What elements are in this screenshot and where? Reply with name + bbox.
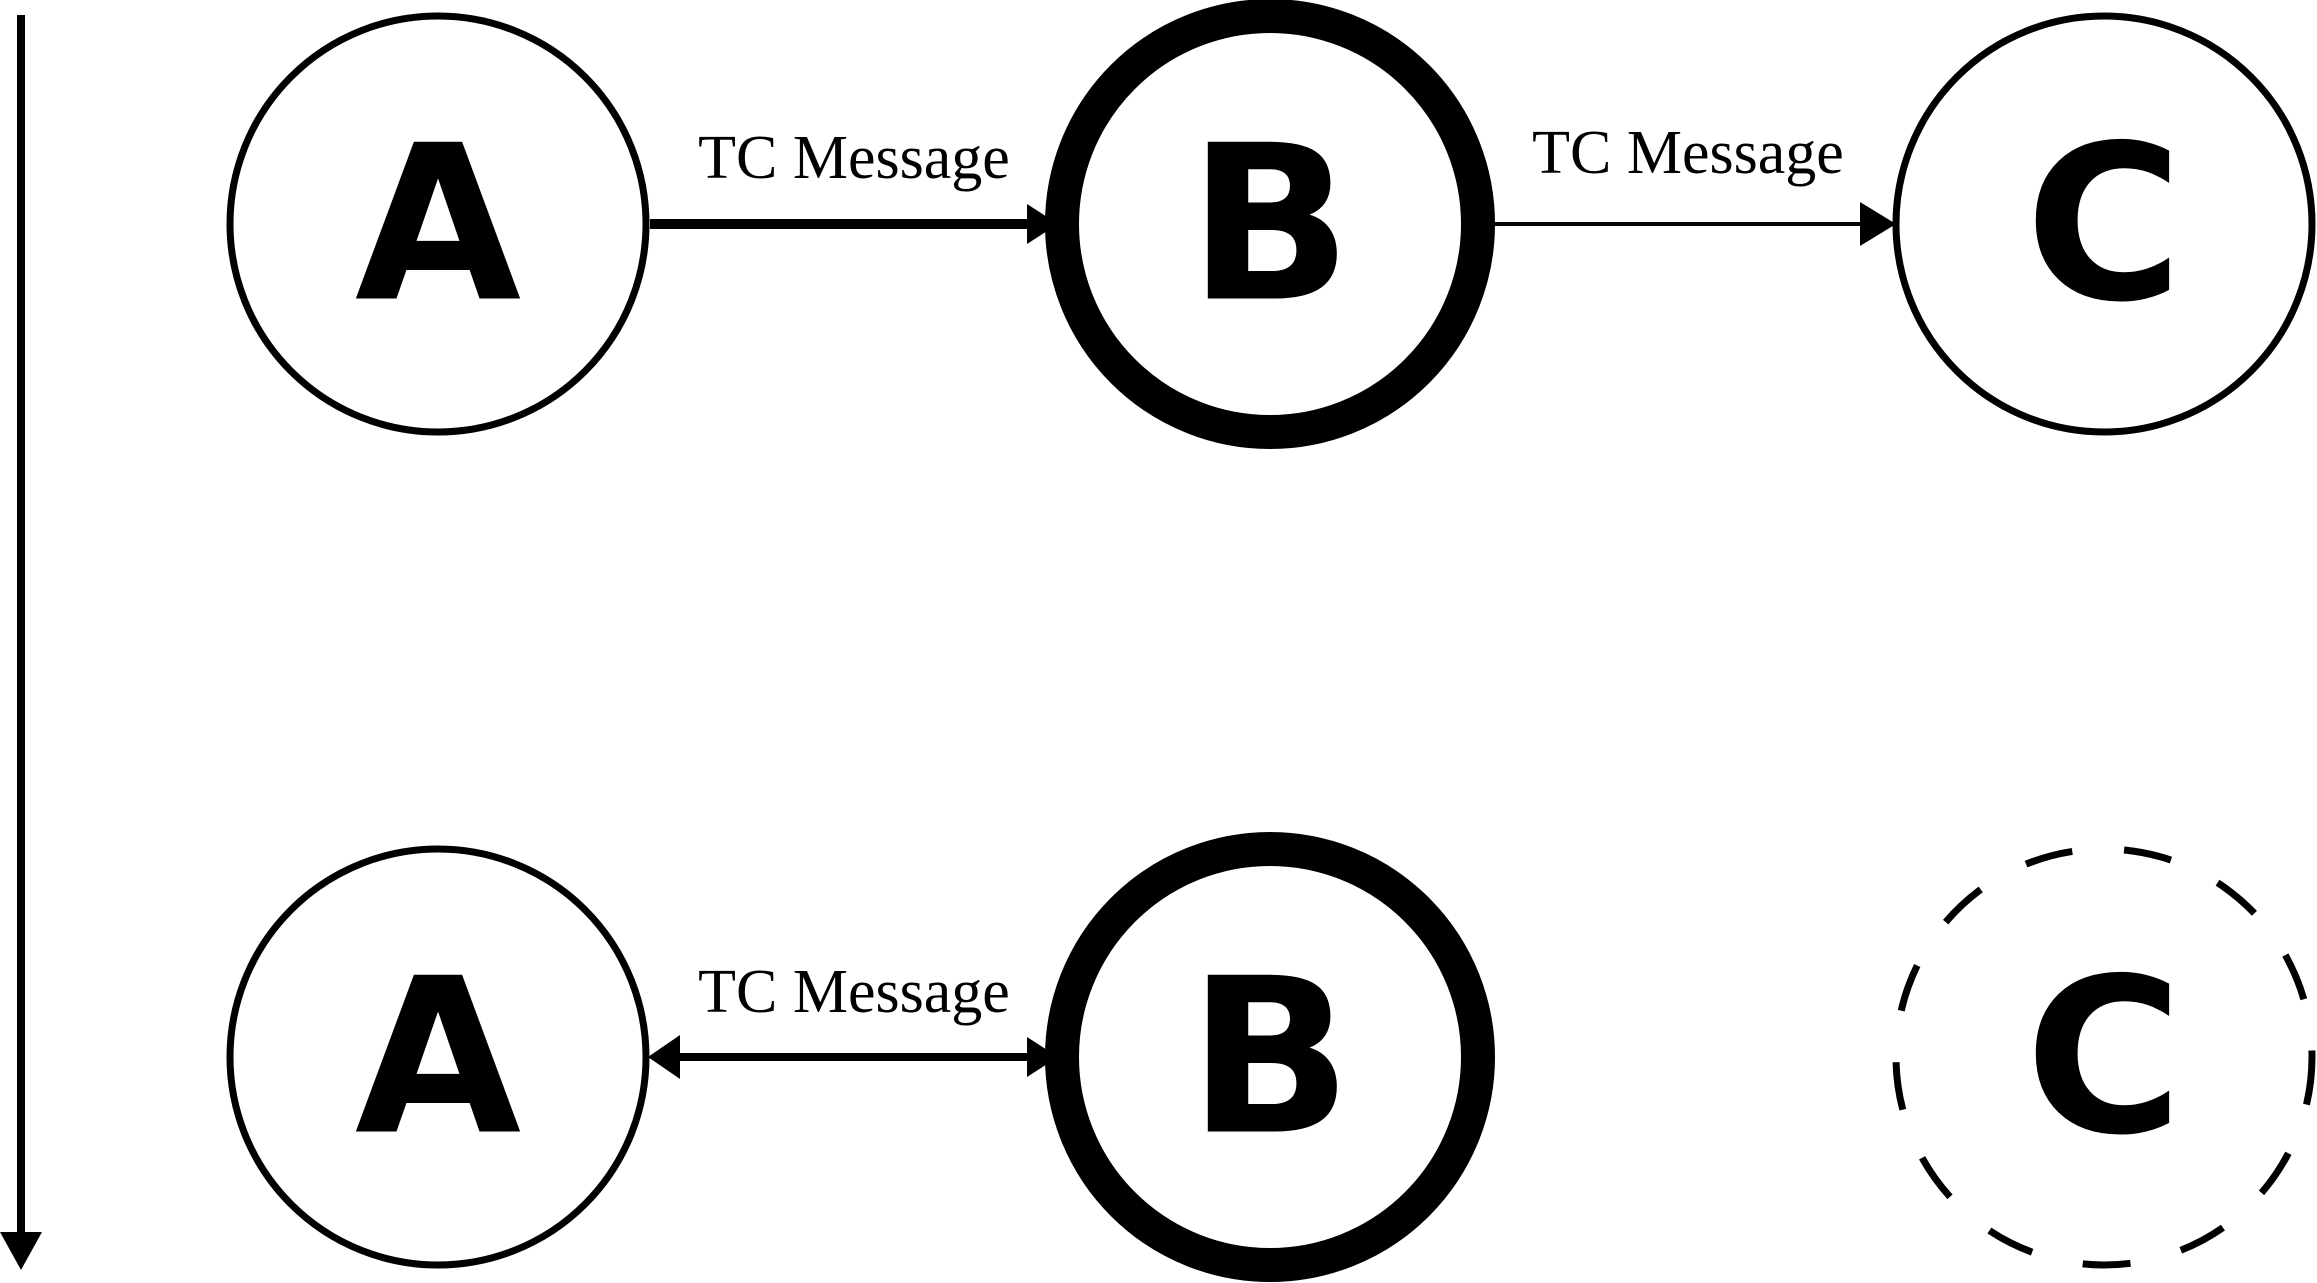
top-edge-b-c: TC Message — [1495, 119, 1896, 246]
bottom-node-a[interactable]: A — [226, 845, 650, 1269]
node-circle — [1045, 832, 1495, 1282]
time-axis — [0, 15, 42, 1270]
node-circle — [226, 845, 650, 1269]
top-edge-a-b: TC Message — [650, 124, 1058, 244]
bottom-node-b[interactable]: B — [1045, 832, 1495, 1282]
top-node-b[interactable]: B — [1045, 0, 1495, 449]
top-node-c[interactable]: C — [1892, 12, 2316, 436]
top-row: A TC Message B TC Message C — [226, 0, 2316, 449]
time-axis-arrowhead — [0, 1232, 42, 1270]
node-label: B — [1188, 99, 1352, 350]
node-label: B — [1188, 932, 1352, 1183]
node-circle — [1892, 12, 2316, 436]
top-node-a[interactable]: A — [226, 12, 650, 436]
bottom-edge-a-b: TC Message — [648, 958, 1058, 1079]
edge-label: TC Message — [1532, 119, 1844, 187]
node-circle — [1045, 0, 1495, 449]
edge-arrowhead-left — [648, 1035, 680, 1079]
node-circle-dashed — [1892, 845, 2316, 1269]
bottom-row: A TC Message B C — [226, 832, 2316, 1282]
node-label: A — [355, 99, 521, 350]
node-label: A — [355, 932, 521, 1183]
node-label: C — [2025, 99, 2183, 350]
edge-label: TC Message — [698, 958, 1010, 1026]
edge-arrowhead-right — [1027, 1037, 1058, 1077]
node-label: C — [2025, 932, 2183, 1183]
edge-arrowhead — [1027, 204, 1058, 244]
edge-arrowhead — [1860, 202, 1896, 246]
bottom-node-c-dashed[interactable]: C — [1892, 845, 2316, 1269]
node-circle — [226, 12, 650, 436]
edge-label: TC Message — [698, 124, 1010, 192]
